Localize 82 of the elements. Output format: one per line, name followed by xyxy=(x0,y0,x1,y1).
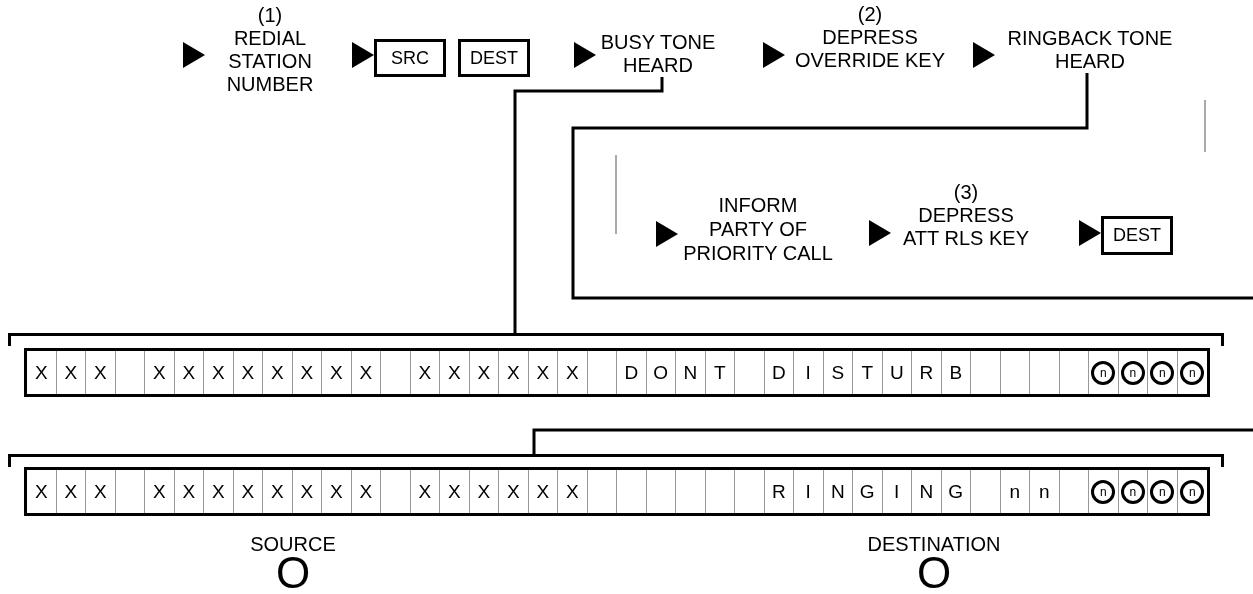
caption-label: SOURCE xyxy=(250,533,336,555)
display-character: B xyxy=(949,362,963,383)
display-character: G xyxy=(948,481,964,502)
display-character: X xyxy=(270,481,284,502)
display-character: U xyxy=(889,362,904,383)
display-character: X xyxy=(418,481,432,502)
display-character: G xyxy=(859,481,875,502)
display-character: D xyxy=(771,362,786,383)
display-character: n xyxy=(1009,481,1021,502)
key-box: DEST xyxy=(458,39,530,77)
display-character: O xyxy=(653,362,669,383)
display-character: X xyxy=(536,481,550,502)
circled-character: n xyxy=(1120,360,1145,385)
key-box: SRC xyxy=(374,39,446,77)
indicator-letter: O xyxy=(275,554,311,592)
display-character: X xyxy=(565,362,579,383)
step-label: BUSY TONE HEARD xyxy=(596,31,720,77)
step-number: (1) xyxy=(256,4,284,27)
display-character: X xyxy=(34,362,48,383)
display-character: X xyxy=(418,362,432,383)
display-character: X xyxy=(447,362,461,383)
step-label: INFORM PARTY OF PRIORITY CALL xyxy=(678,193,838,265)
display-character: X xyxy=(329,481,343,502)
display-character: X xyxy=(34,481,48,502)
display-character: X xyxy=(211,481,225,502)
display-character: X xyxy=(359,362,373,383)
display-character: T xyxy=(861,362,874,383)
indicator-letter: O xyxy=(916,554,952,592)
display-character: X xyxy=(241,362,255,383)
display-character: X xyxy=(477,362,491,383)
display-character: X xyxy=(93,481,107,502)
connector-line xyxy=(571,73,1253,300)
step-label: RINGBACK TONE HEARD xyxy=(995,27,1185,73)
display-character: X xyxy=(506,362,520,383)
arrow xyxy=(183,42,206,68)
display-character: X xyxy=(182,481,196,502)
display-character: X xyxy=(565,481,579,502)
display-character: X xyxy=(447,481,461,502)
display-character: X xyxy=(152,481,166,502)
display-character: S xyxy=(831,362,845,383)
display-character: X xyxy=(64,362,78,383)
display-character: X xyxy=(477,481,491,502)
connector-line xyxy=(532,428,1253,454)
display-character: X xyxy=(300,481,314,502)
display-character: X xyxy=(241,481,255,502)
display-character: X xyxy=(300,362,314,383)
display-character: X xyxy=(182,362,196,383)
display-character: I xyxy=(805,481,811,502)
display-character: X xyxy=(152,362,166,383)
circled-character: n xyxy=(1150,479,1175,504)
display-character: X xyxy=(329,362,343,383)
circled-character: n xyxy=(1180,360,1205,385)
step-number: (2) xyxy=(856,3,884,26)
display-character: X xyxy=(536,362,550,383)
display-character: n xyxy=(1038,481,1050,502)
display-character: X xyxy=(211,362,225,383)
caption-label: DESTINATION xyxy=(867,533,1001,555)
display-character: N xyxy=(919,481,934,502)
connector-line xyxy=(513,77,664,333)
display-character: D xyxy=(624,362,639,383)
key-box: DEST xyxy=(1101,216,1173,255)
display-character: X xyxy=(270,362,284,383)
display-character: R xyxy=(771,481,786,502)
display-character: X xyxy=(93,362,107,383)
step-label: DEPRESS OVERRIDE KEY xyxy=(793,26,947,72)
display-character: X xyxy=(359,481,373,502)
step-number: (3) xyxy=(952,181,980,204)
circled-character: n xyxy=(1091,360,1116,385)
step-label: DEPRESS ATT RLS KEY xyxy=(902,204,1030,250)
display-character: T xyxy=(713,362,726,383)
display-character: I xyxy=(894,481,900,502)
display-character: N xyxy=(683,362,698,383)
display-character: X xyxy=(64,481,78,502)
circled-character: n xyxy=(1150,360,1175,385)
display-character: X xyxy=(506,481,520,502)
display-character: N xyxy=(830,481,845,502)
circled-character: n xyxy=(1180,479,1205,504)
circled-character: n xyxy=(1091,479,1116,504)
step-label: REDIAL STATION NUMBER xyxy=(225,27,315,96)
display-character: R xyxy=(919,362,934,383)
circled-character: n xyxy=(1120,479,1145,504)
display-character: I xyxy=(805,362,811,383)
